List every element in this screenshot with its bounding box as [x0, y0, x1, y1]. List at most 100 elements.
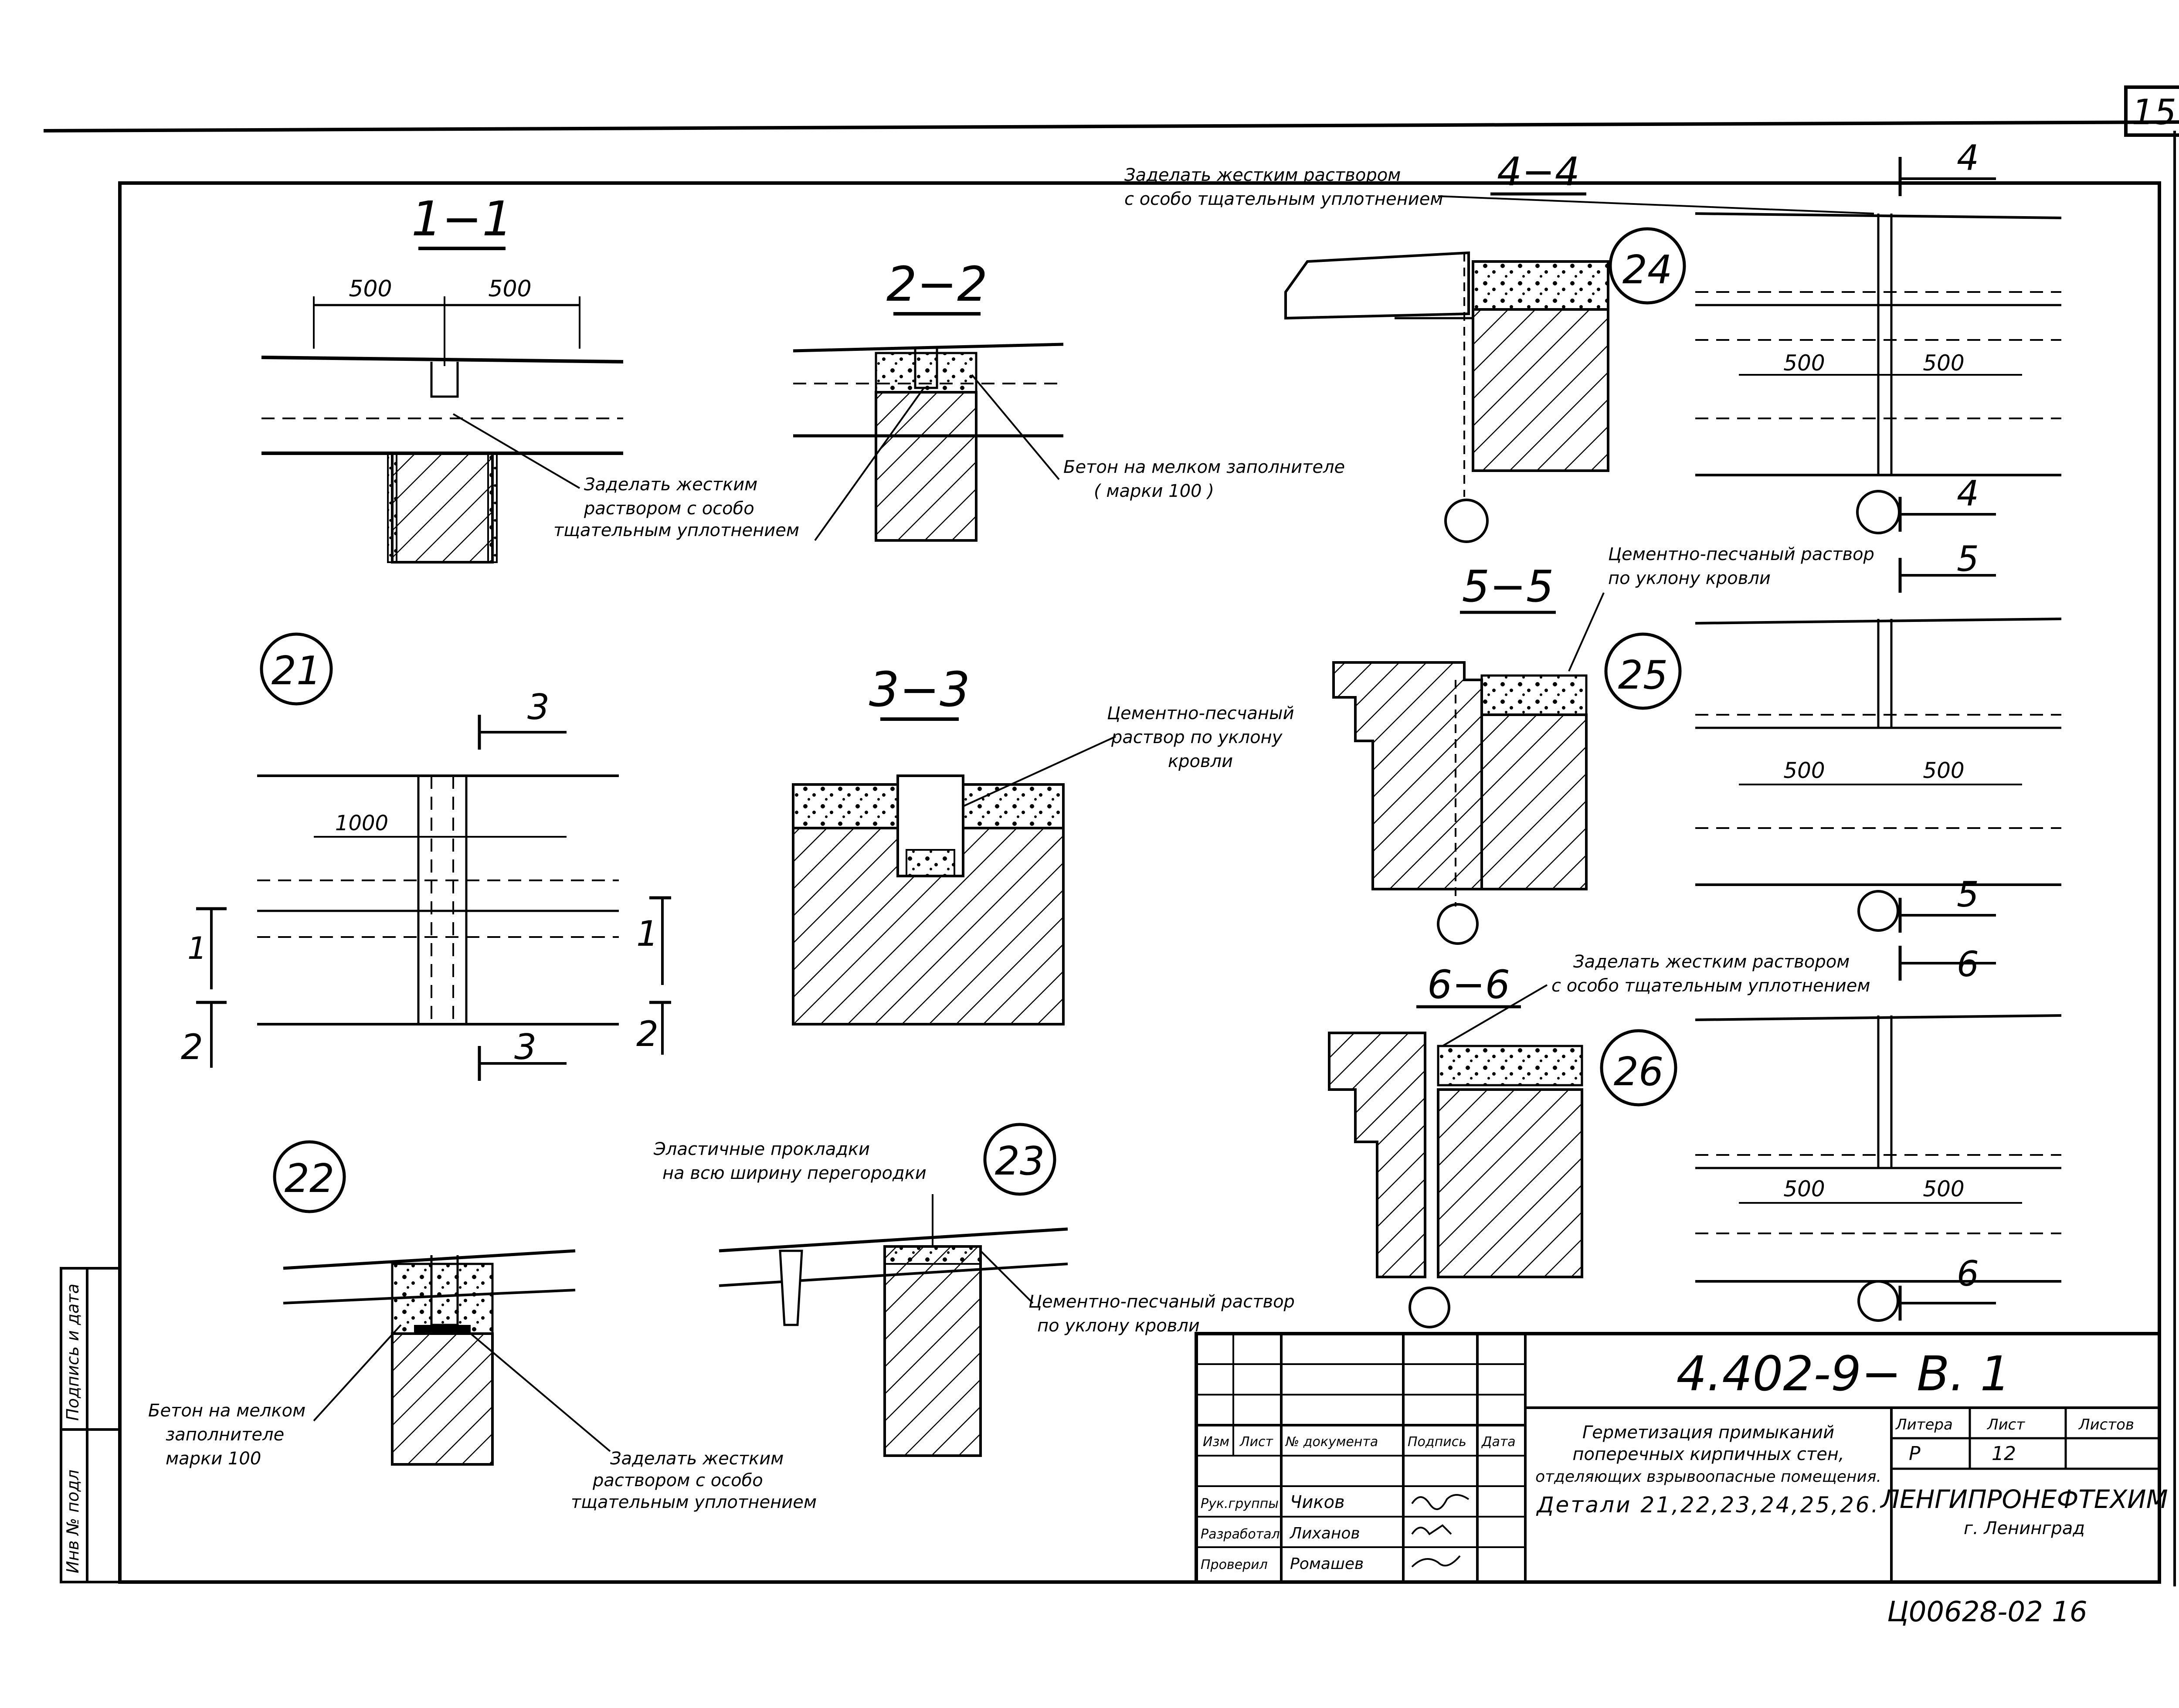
tb-title-3: отделяющих взрывоопасные помещения. — [1535, 1468, 1881, 1486]
note-22-zadelat-1: Заделать жестким — [610, 1449, 784, 1469]
detail-25-label: 25 — [1618, 652, 1668, 698]
dim-4-500-b: 500 — [1923, 350, 1964, 376]
note-1-1-line1: Заделать жестким — [584, 475, 757, 495]
tb-role-3: Проверил — [1201, 1557, 1268, 1572]
mark-6-top: 6 — [1957, 944, 1979, 985]
note-2-2-line2: ( марки 100 ) — [1094, 481, 1214, 501]
note-22-beton-2: заполнителе — [166, 1425, 284, 1445]
note-6-6-line1: Заделать жестким раствором — [1573, 952, 1850, 972]
section-3-3: 3−3 Цементно-песчаный раствор по уклону … — [792, 662, 1294, 1025]
detail-21-label: 21 — [272, 648, 322, 694]
archive-stamp: Ц00628-02 16 — [1887, 1596, 2087, 1628]
note-22-zadelat-2: раствором с особо — [592, 1470, 763, 1491]
mark-3-top: 3 — [527, 687, 550, 727]
tb-list-h: Лист — [1986, 1416, 2025, 1433]
note-1-1-line3: тщательным уплотнением — [553, 520, 799, 540]
dim-6-500-b: 500 — [1923, 1176, 1964, 1202]
note-22-beton-3: марки 100 — [166, 1449, 261, 1469]
note-5-5-line1: Цементно-песчаный раствор — [1608, 544, 1874, 564]
note-23-elastic-1: Эластичные прокладки — [653, 1139, 870, 1159]
tb-org-2: г. Ленинград — [1964, 1518, 2085, 1538]
tb-list: 12 — [1992, 1443, 2016, 1465]
note-4-4-line2: с особо тщательным уплотнением — [1124, 189, 1443, 209]
mark-4-bottom: 4 — [1957, 473, 1979, 514]
mark-1-left: 1 — [187, 930, 207, 966]
dim-5-500-b: 500 — [1923, 758, 1964, 783]
section-5-5: Цементно-песчаный раствор по уклону кров… — [1332, 539, 2062, 945]
tb-role-1: Рук.группы — [1201, 1496, 1279, 1511]
note-3-3-line1: Цементно-песчаный — [1107, 703, 1294, 723]
note-23-cement-2: по уклону кровли — [1037, 1316, 1200, 1336]
note-3-3-line2: раствор по уклону — [1111, 727, 1283, 747]
signature-2 — [1411, 1524, 1452, 1535]
section-4-4-label: 4−4 — [1497, 149, 1580, 195]
detail-22: 22 Бетон на мелком заполнителе марки 100… — [148, 1140, 817, 1512]
dim-1000: 1000 — [335, 811, 388, 835]
tb-h-izm: Изм — [1203, 1434, 1229, 1450]
detail-21: 21 1000 3 3 1 2 1 2 — [181, 632, 671, 1081]
tb-title-4: Детали 21,22,23,24,25,26. — [1536, 1492, 1880, 1518]
mark-5-top: 5 — [1957, 539, 1979, 579]
main-frame — [118, 181, 2161, 1584]
sheet-number-box — [2124, 85, 2179, 137]
top-rule — [43, 120, 2179, 132]
note-4-4-line1: Заделать жестким раствором — [1124, 165, 1401, 185]
note-22-zadelat-3: тщательным уплотнением — [571, 1492, 817, 1512]
detail-23-label: 23 — [995, 1138, 1045, 1184]
dim-6-500-a: 500 — [1783, 1176, 1825, 1202]
title-block: Изм Лист № документа Подпись Дата Рук.гр… — [1195, 1332, 2168, 1584]
section-4-4: Заделать жестким раствором с особо тщате… — [1124, 138, 2062, 543]
section-3-3-label: 3−3 — [869, 662, 970, 717]
tb-litera: Р — [1909, 1443, 1921, 1465]
mark-3-bottom: 3 — [514, 1027, 536, 1067]
side-margin-stamp: Подпись и дата Инв № подл — [60, 1267, 121, 1583]
tb-code: 4.402-9− В. 1 — [1676, 1346, 2010, 1402]
detail-24-label: 24 — [1622, 247, 1673, 293]
tb-listov-h: Листов — [2078, 1416, 2134, 1433]
mark-1-right: 1 — [636, 913, 658, 954]
margin-podpis: Подпись и дата — [63, 1284, 82, 1421]
tb-org-1: ЛЕНГИПРОНЕФТЕХИМ — [1880, 1484, 2168, 1514]
note-2-2-line1: Бетон на мелком заполнителе — [1063, 457, 1345, 477]
tb-h-list: Лист — [1239, 1434, 1274, 1450]
signature-3 — [1411, 1555, 1461, 1568]
detail-23: 23 Эластичные прокладки на всю ширину пе… — [653, 1123, 1295, 1457]
signature-1 — [1411, 1494, 1470, 1510]
tb-name-1: Чиков — [1290, 1492, 1345, 1512]
section-6-6-label: 6−6 — [1427, 962, 1510, 1008]
tb-role-2: Разработал — [1201, 1527, 1280, 1542]
dim-5-500-a: 500 — [1783, 758, 1825, 783]
dim-4-500-a: 500 — [1783, 350, 1825, 376]
section-6-6: Заделать жестким раствором с особо тщате… — [1328, 944, 2062, 1328]
section-2-2: 2−2 Бетон на мелком заполнителе ( марки … — [793, 256, 1345, 542]
note-5-5-line2: по уклону кровли — [1608, 568, 1771, 588]
sheet-number: 15 — [2132, 92, 2176, 132]
section-1-1-label: 1−1 — [411, 191, 513, 247]
tb-litera-h: Литера — [1895, 1416, 1953, 1433]
section-1-1: 1−1 500 500 Заделать жестким раствором с… — [261, 191, 799, 564]
note-22-beton-1: Бетон на мелком — [148, 1401, 305, 1421]
note-3-3-line3: кровли — [1168, 751, 1233, 771]
note-1-1-line2: раствором с особо — [584, 499, 754, 519]
tb-h-data: Дата — [1481, 1434, 1516, 1450]
tb-title-2: поперечных кирпичных стен, — [1572, 1444, 1844, 1464]
tb-h-podpis: Подпись — [1408, 1434, 1466, 1450]
detail-26-label: 26 — [1614, 1049, 1664, 1095]
section-2-2-label: 2−2 — [886, 256, 988, 312]
mark-4-top: 4 — [1957, 138, 1979, 178]
dim-500-a: 500 — [349, 276, 392, 302]
tb-h-doc: № документа — [1285, 1434, 1378, 1450]
note-23-elastic-2: на всю ширину перегородки — [662, 1163, 927, 1183]
section-5-5-label: 5−5 — [1462, 561, 1554, 612]
margin-inv: Инв № подл — [63, 1470, 82, 1573]
note-6-6-line2: с особо тщательным уплотнением — [1551, 976, 1870, 996]
mark-6-bottom: 6 — [1957, 1253, 1979, 1294]
mark-2-right: 2 — [636, 1014, 658, 1054]
mark-2-left: 2 — [181, 1027, 203, 1067]
tb-name-2: Лиханов — [1289, 1525, 1360, 1542]
detail-22-label: 22 — [285, 1156, 335, 1202]
tb-name-3: Ромашев — [1290, 1555, 1364, 1573]
mark-5-bottom: 5 — [1957, 874, 1979, 915]
dim-500-b: 500 — [488, 276, 531, 302]
